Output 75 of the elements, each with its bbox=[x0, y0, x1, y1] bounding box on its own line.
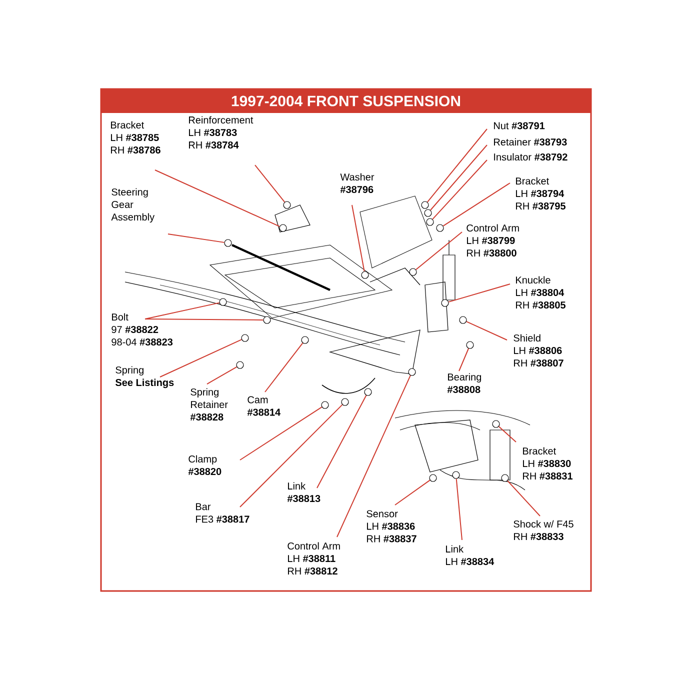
part-drawing bbox=[321, 401, 329, 409]
leader-line bbox=[432, 160, 488, 220]
leader-line bbox=[394, 480, 430, 506]
callout-label: Sensor LH #38836 RH #38837 bbox=[366, 510, 416, 542]
part-drawing bbox=[263, 316, 271, 324]
callout-label: Shock w/ F45 RH #38833 bbox=[514, 520, 574, 540]
part-drawing bbox=[492, 420, 500, 428]
part-drawing bbox=[341, 398, 349, 406]
leader-line bbox=[498, 426, 516, 442]
leader-line bbox=[154, 170, 280, 227]
callout-label: Insulator #38792 bbox=[494, 153, 568, 161]
leader-line bbox=[240, 404, 343, 508]
callout-label: Nut #38791 bbox=[494, 122, 545, 130]
leader-line bbox=[168, 234, 225, 243]
leader-line bbox=[240, 406, 322, 460]
callout-label: Link #38813 bbox=[287, 482, 320, 502]
part-drawing bbox=[466, 341, 474, 349]
callout-label: Bearing #38808 bbox=[447, 373, 482, 394]
callout-label: Spring See Listings bbox=[115, 366, 174, 388]
part-drawing bbox=[441, 299, 449, 307]
callout-label: Knuckle LH #38804 RH #38805 bbox=[516, 276, 566, 309]
part-drawing bbox=[409, 268, 417, 276]
title-banner: 1997-2004 FRONT SUSPENSION bbox=[101, 89, 591, 113]
part-drawing bbox=[429, 474, 437, 482]
leader-line bbox=[415, 232, 462, 270]
callout-label: Bracket LH #38785 RH #38786 bbox=[111, 121, 160, 154]
callout-label: Spring Retainer #38828 bbox=[190, 388, 228, 421]
leader-line bbox=[264, 342, 304, 392]
part-drawing bbox=[283, 201, 291, 209]
part-drawing bbox=[301, 336, 309, 344]
leader-line bbox=[352, 204, 365, 272]
leader-line bbox=[254, 164, 286, 203]
leader-line bbox=[160, 339, 242, 378]
leader-line bbox=[206, 366, 238, 384]
part-drawing bbox=[424, 209, 432, 217]
callout-label: Bracket LH #38830 RH #38831 bbox=[523, 447, 573, 480]
leader-line bbox=[430, 144, 488, 211]
part-drawing bbox=[501, 474, 509, 482]
leader-line bbox=[448, 284, 510, 302]
leader-line bbox=[316, 394, 367, 488]
leader-line bbox=[456, 478, 462, 540]
part-drawing bbox=[408, 368, 416, 376]
leader-line bbox=[336, 374, 411, 538]
part-drawing bbox=[236, 361, 244, 369]
part-drawing bbox=[364, 388, 372, 396]
callout-label: Bracket LH #38794 RH #38795 bbox=[516, 177, 566, 210]
callout-label: Bolt 97 #38822 98-04 #38823 bbox=[112, 313, 173, 346]
part-drawing bbox=[241, 334, 249, 342]
part-drawing bbox=[224, 239, 232, 247]
callout-label: Cam #38814 bbox=[247, 396, 280, 416]
part-drawing bbox=[219, 298, 227, 306]
callout-label: Link LH #38834 bbox=[446, 545, 494, 566]
leader-line bbox=[426, 128, 488, 203]
callout-label: Washer #38796 bbox=[340, 173, 374, 194]
leader-line bbox=[458, 348, 470, 372]
part-drawing bbox=[459, 316, 467, 324]
callout-label: Retainer #38793 bbox=[494, 138, 567, 146]
part-drawing bbox=[361, 271, 369, 279]
callout-label: Steering Gear Assembly bbox=[111, 188, 155, 223]
part-drawing bbox=[436, 224, 444, 232]
part-drawing bbox=[421, 201, 429, 209]
callout-label: Clamp #38820 bbox=[188, 455, 222, 476]
part-drawing bbox=[426, 218, 434, 226]
part-drawing bbox=[279, 224, 287, 232]
part-drawing bbox=[452, 471, 460, 479]
leader-line bbox=[442, 182, 510, 226]
leader-line bbox=[507, 480, 540, 516]
callout-label: Control Arm LH #38811 RH #38812 bbox=[288, 542, 340, 575]
callout-label: Bar FE3 #38817 bbox=[196, 503, 250, 523]
callout-label: Control Arm LH #38799 RH #38800 bbox=[466, 224, 519, 257]
leader-line bbox=[144, 318, 264, 320]
callout-label: Reinforcement LH #38783 RH #38784 bbox=[189, 116, 254, 149]
leader-line bbox=[144, 302, 220, 320]
callout-label: Shield LH #38806 RH #38807 bbox=[514, 334, 564, 367]
leader-line bbox=[466, 321, 508, 340]
